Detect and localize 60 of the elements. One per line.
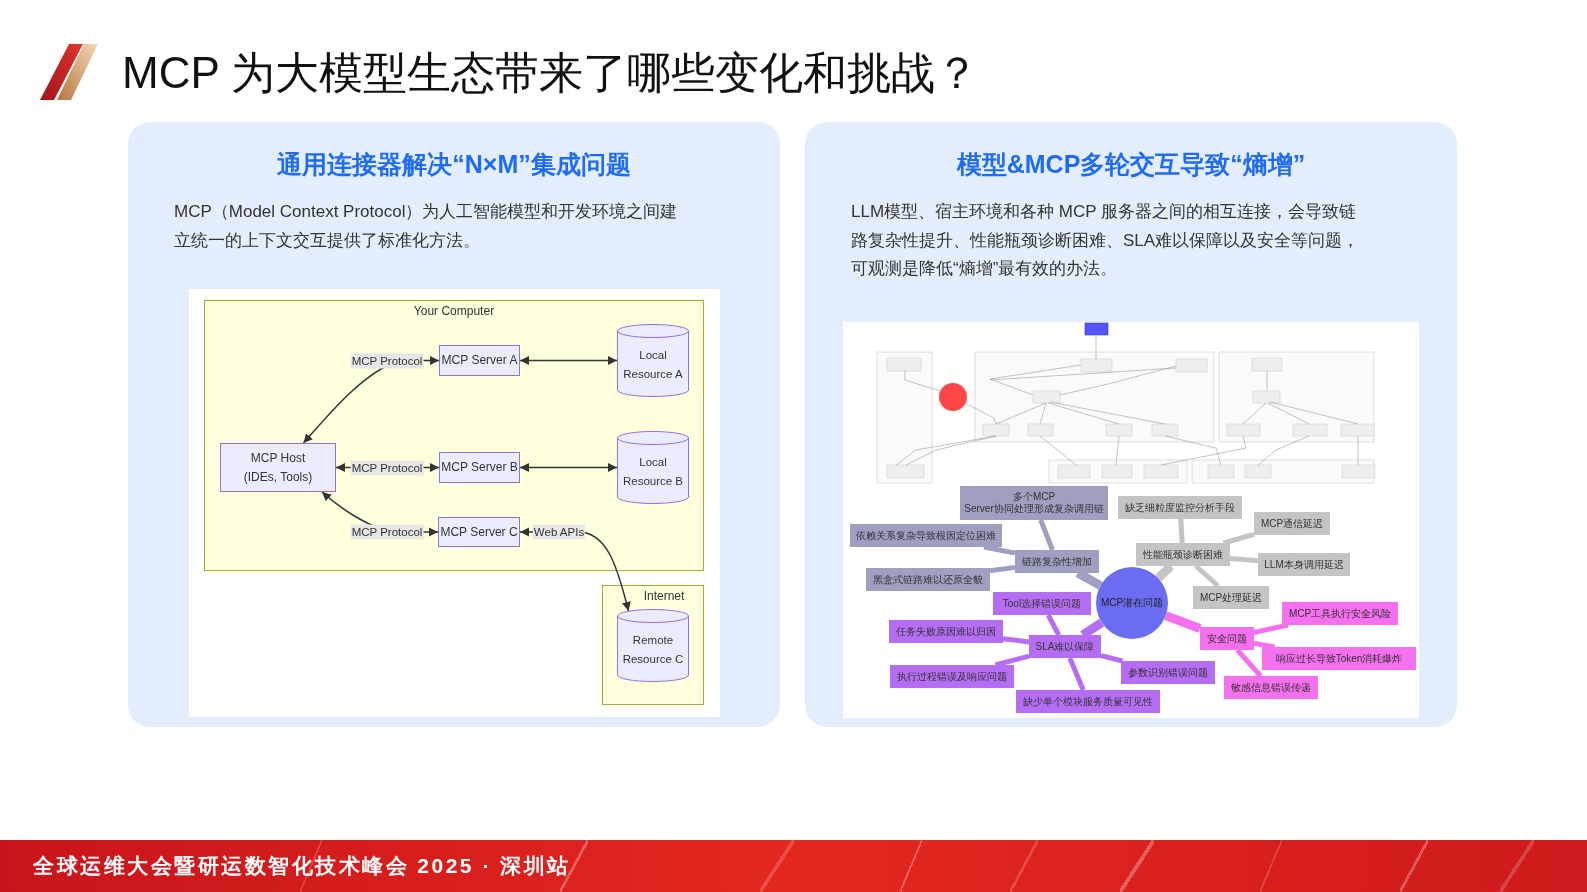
mindmap-topic: 执行过程错误及响应问题: [890, 665, 1014, 688]
cylinder-label: Remote Resource C: [622, 632, 684, 667]
cylinder-label: Local Resource A: [622, 347, 684, 382]
connector-arrow: [519, 463, 618, 472]
branch-line: [1100, 653, 1124, 664]
branch-line: [1178, 518, 1185, 544]
boundary-box: [204, 300, 704, 571]
mindmap-topic: 敏感信息错误传递: [1224, 676, 1318, 699]
mindmap-topic: MCP工具执行安全风险: [1282, 602, 1398, 625]
branch-line: [1164, 611, 1202, 633]
edge-label: MCP Protocol: [350, 460, 424, 476]
mindmap-topic: 缺乏细粒度监控分析手段: [1118, 496, 1242, 519]
cylinder-label: Local Resource B: [622, 454, 684, 489]
mindmap-topic: 响应过长导致Token消耗爆炸: [1262, 647, 1416, 670]
mindmap-topic: 多个MCP Server协同处理形成复杂调用链: [960, 486, 1108, 520]
branch-line: [1194, 564, 1220, 588]
branch-line: [1229, 555, 1259, 564]
branch-line: [1253, 640, 1276, 650]
branch-line: [1067, 657, 1086, 691]
branch-line: [994, 653, 1030, 668]
content-panel: [805, 122, 1457, 727]
branch-line: [1235, 648, 1263, 678]
mindmap-topic: 性能瓶颈诊断困难: [1136, 543, 1230, 566]
mindmap-topic: MCP通信延迟: [1254, 512, 1330, 535]
branch-line: [1222, 531, 1255, 546]
edge-label: MCP Protocol: [350, 353, 424, 369]
panel-description: MCP（Model Context Protocol）为人工智能模型和开发环境之间建立统一的上下文交互提供了标准化方法。: [174, 201, 679, 252]
mindmap-topic: 参数识别错误问题: [1121, 661, 1215, 684]
mindmap-topic: 黑盒式链路难以还原全貌: [866, 568, 990, 591]
mindmap-topic: 任务失败原因难以归因: [889, 620, 1003, 643]
group-label: Internet: [643, 588, 685, 604]
branch-line: [983, 544, 1016, 556]
content-panel: [128, 122, 780, 727]
branch-line: [1002, 636, 1030, 645]
mindmap-topic: LLM本身调用延迟: [1258, 553, 1350, 576]
footer-text: 全球运维大会暨研运数智化技术峰会 2025 · 深圳站: [33, 853, 571, 879]
panel-title: 通用连接器解决“N×M”集成问题: [277, 149, 631, 180]
component-box: MCP Server C: [438, 517, 520, 547]
branch-line: [1038, 519, 1055, 551]
mindmap-topic: MCP处理延迟: [1193, 586, 1269, 609]
group-label: Your Computer: [413, 303, 495, 319]
branch-line: [1045, 613, 1062, 637]
panel-title: 模型&MCP多轮交互导致“熵增”: [956, 149, 1306, 180]
mindmap-topic: 依赖关系复杂导致根因定位困难: [850, 524, 1002, 547]
connector-arrow: [519, 356, 618, 365]
component-box: MCP Server B: [439, 452, 520, 483]
branch-line: [1253, 622, 1289, 635]
mindmap-topic: 安全问题: [1200, 627, 1254, 650]
mindmap-topic: SLA难以保障: [1029, 635, 1101, 658]
branch-line: [989, 564, 1016, 574]
panel-description: LLM模型、宿主环境和各种 MCP 服务器之间的相互连接，会导致链路复杂性提升、性能瓶颈诊断困难、SLA难以保障以及安全等问题，可观测是降低“熵增”最有效的办法。: [851, 201, 1361, 280]
page-title: MCP 为大模型生态带来了哪些变化和挑战？: [122, 47, 980, 99]
component-box: MCP Server A: [439, 345, 520, 376]
edge-label: Web APIs: [532, 524, 586, 540]
mindmap-topic: 缺少单个模块服务质量可见性: [1016, 690, 1160, 713]
mindmap-topic: Tool选择错误问题: [993, 592, 1091, 615]
boundary-box: [602, 585, 704, 705]
component-box: MCP Host (IDEs, Tools): [220, 443, 336, 492]
mindmap-topic: 链路复杂性增加: [1015, 550, 1099, 573]
edge-label: MCP Protocol: [350, 524, 424, 540]
